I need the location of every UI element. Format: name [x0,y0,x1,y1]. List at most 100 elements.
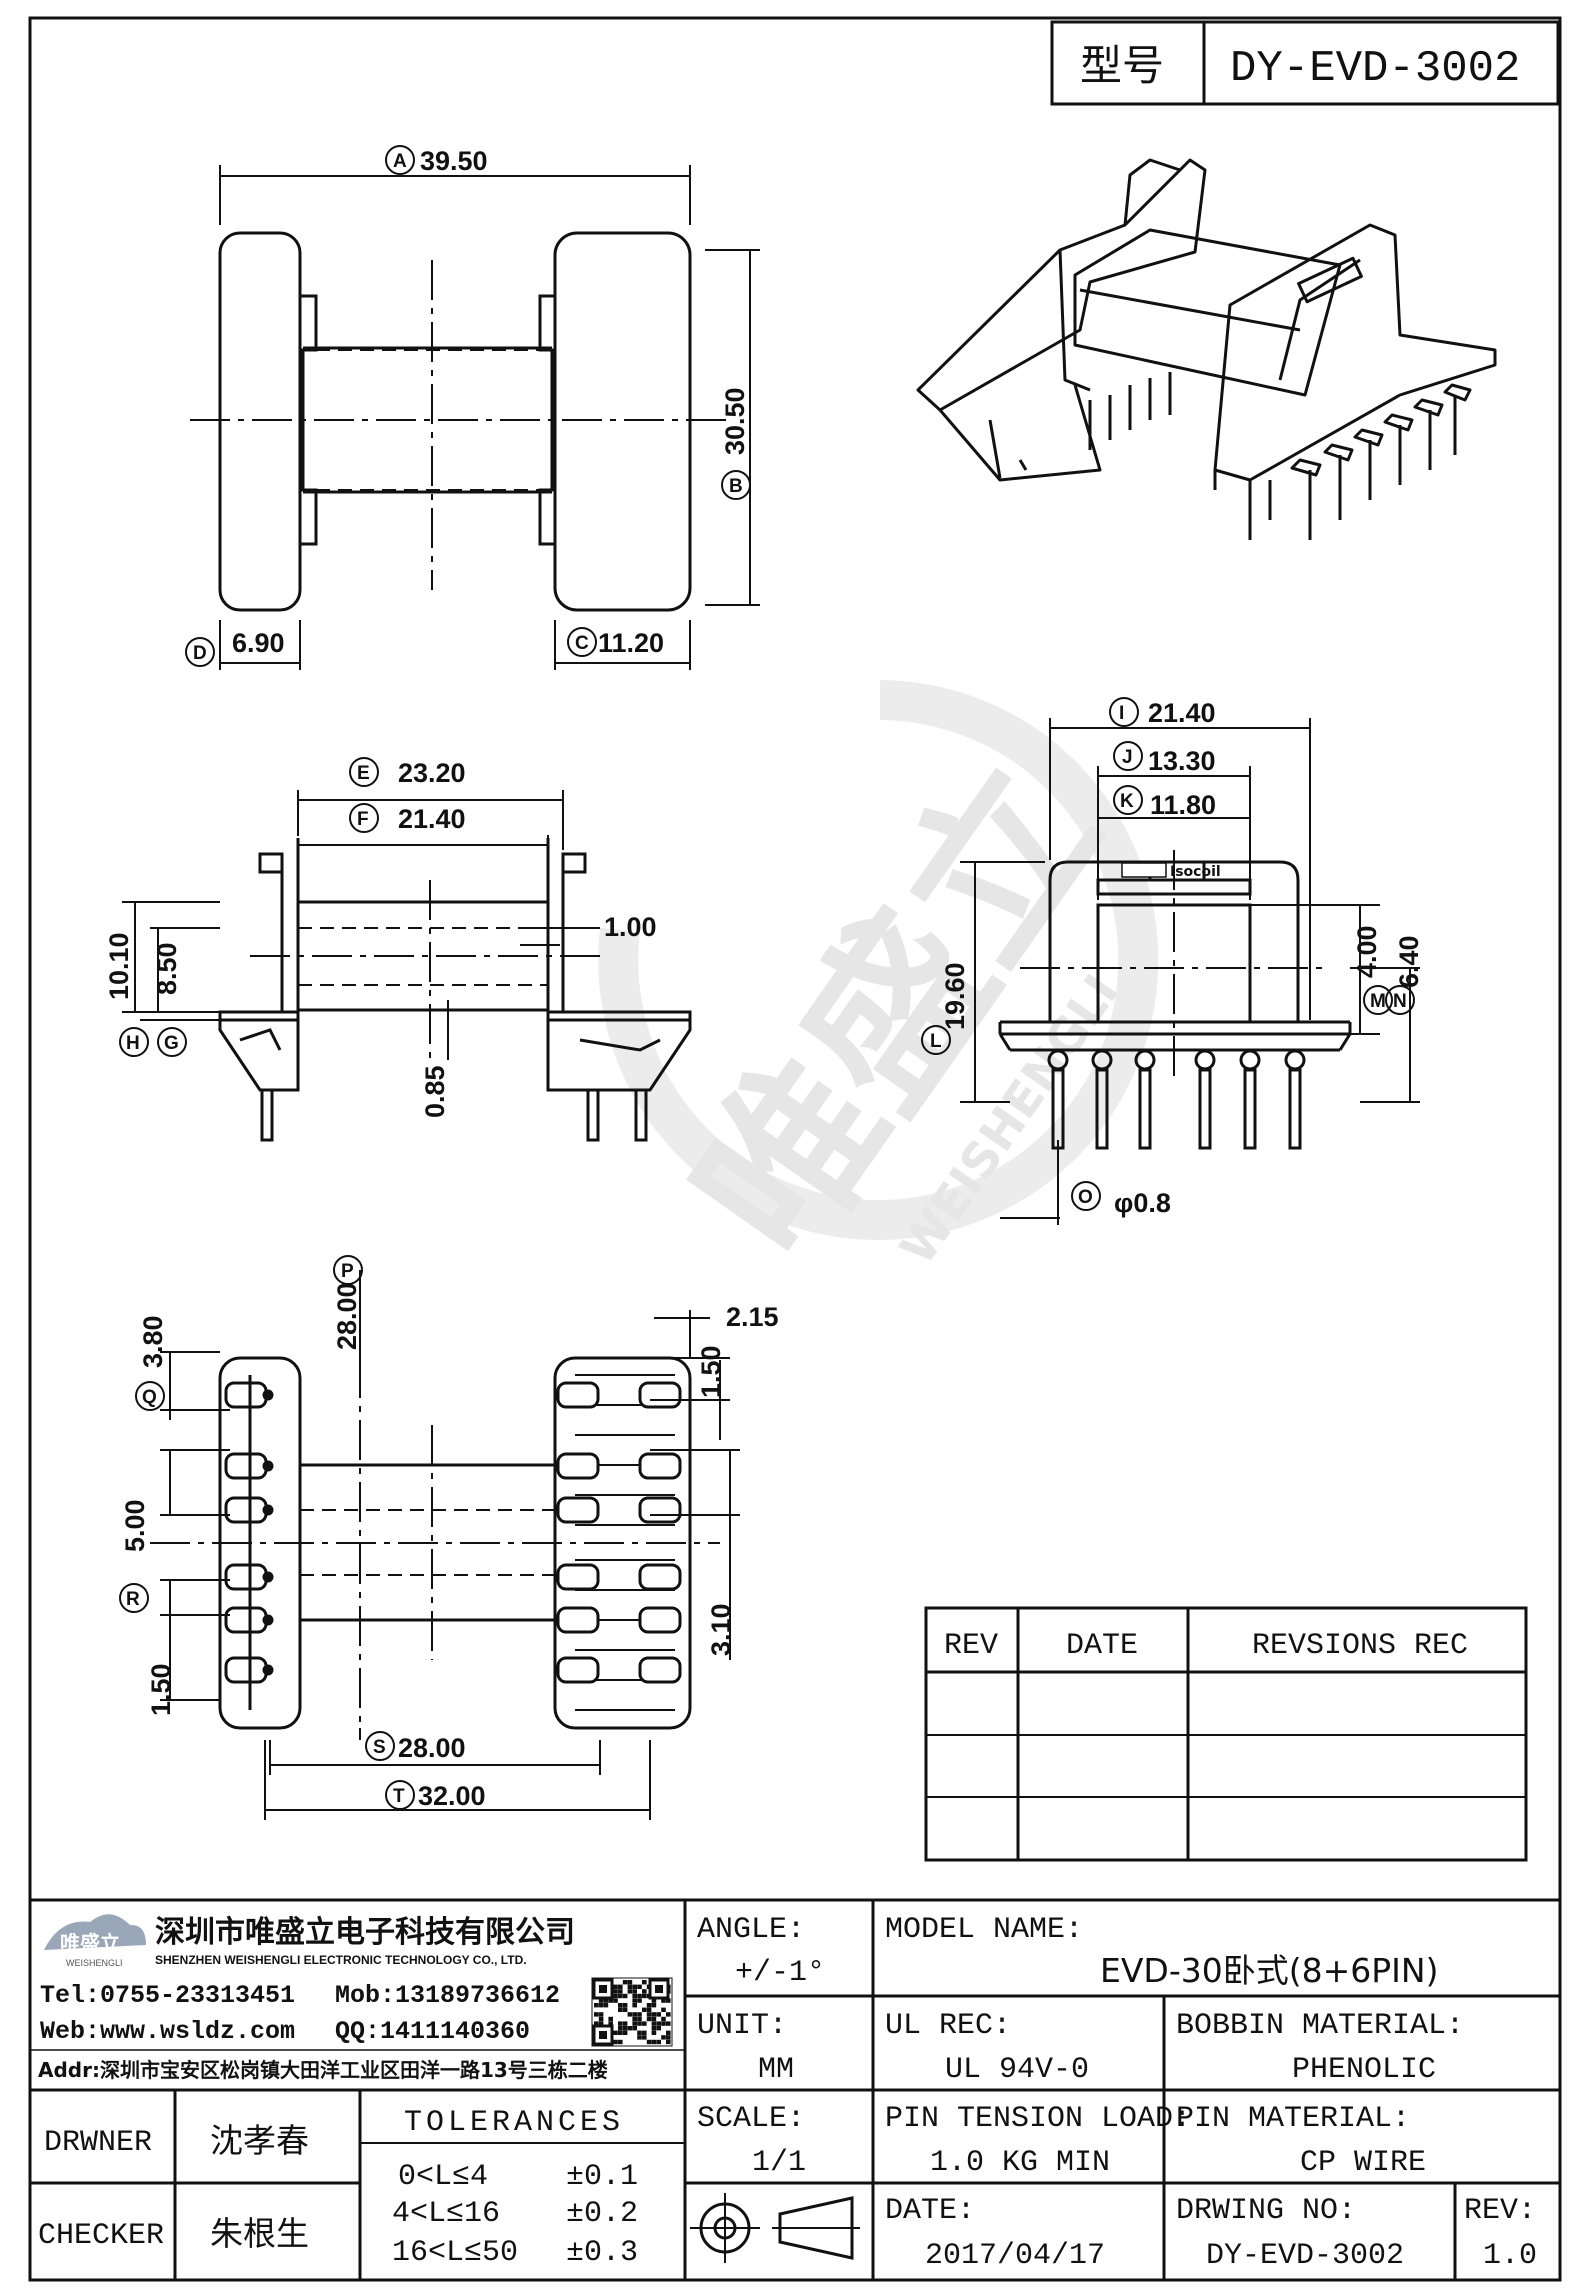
bottom-view-dim-lines [160,1270,740,1820]
dim-h-value: 10.10 [104,932,134,1000]
pin-pad [558,1658,598,1682]
drwing-no-value: DY-EVD-3002 [1206,2239,1404,2273]
pin-pad [226,1383,266,1407]
checker-value: 朱根生 [210,2214,309,2253]
pin-dot [264,1462,272,1470]
dim-e-value: 23.20 [398,758,466,788]
dim-letter-b: B [729,476,743,497]
dim-3-10-value: 3.10 [706,1603,736,1656]
watermark: 唯盛立 WEISHENGLI [618,700,1138,1292]
company-name-cn: 深圳市唯盛立电子科技有限公司 [155,1915,575,1950]
title-fields: ANGLE: +/-1° MODEL NAME: EVD-30卧式(8+6PIN… [38,1913,1537,2273]
dim-letter-s: S [373,1737,386,1758]
dim-bubble-a [386,146,414,174]
tol1-value: ±0.1 [566,2160,638,2194]
bottom-view-left-pins [226,1383,272,1682]
side-view-dims-lines [960,718,1420,1225]
dim-1-50-left-value: 1.50 [146,1663,176,1716]
scale-label: SCALE: [697,2102,805,2136]
dim-letter-i: I [1119,703,1124,724]
top-view-right-flange [555,233,690,610]
pin-head [1286,1051,1304,1069]
dim-bubble-f [350,804,378,832]
isometric-view [918,160,1495,540]
dim-bubble-l [922,1026,950,1054]
top-view [190,165,760,670]
dim-bubble-d [186,638,214,666]
dim-letter-r: R [126,1589,140,1610]
pin-pad [640,1383,680,1407]
tol2-value: ±0.2 [566,2197,638,2231]
pin-dot [264,1666,272,1674]
bobbin-material-label: BOBBIN MATERIAL: [1176,2009,1464,2043]
pin-pad [558,1383,598,1407]
pin-pad [226,1454,266,1478]
drwing-no-label: DRWING NO: [1176,2194,1356,2228]
dim-letter-f: F [357,809,369,830]
pin-pad [226,1565,266,1589]
dim-f-value: 21.40 [398,804,466,834]
unit-label: UNIT: [697,2009,787,2043]
pin-head [1196,1051,1214,1069]
unit-value: MM [758,2053,794,2087]
dim-s-value: 28.00 [398,1733,466,1763]
pin-material-value: CP WIRE [1300,2146,1426,2180]
pin-pad [226,1608,266,1632]
dim-letter-d: D [193,643,207,664]
rev-header-rev: REV [944,1629,998,1663]
dim-letter-q: Q [142,1387,157,1408]
dim-b-value: 30.50 [720,387,750,455]
pin [1097,1070,1107,1148]
company-info: 唯盛立 WEISHENGLI 深圳市唯盛立电子科技有限公司 SHENZHEN W… [38,1914,672,2082]
title-block [30,1900,1560,2280]
dim-m-value: 4.00 [1352,925,1382,978]
pin [1140,1070,1150,1148]
pin-dot [264,1506,272,1514]
dim-q-value: 3.80 [138,1315,168,1368]
dim-8-50-value: 8.50 [152,942,182,995]
qr-code-icon [592,1978,672,2046]
rev-value: 1.0 [1483,2239,1537,2273]
projection-symbol-icon [690,2193,860,2263]
sheet-border [30,18,1560,2280]
dim-0-85-value: 0.85 [420,1065,450,1118]
front-view [122,790,690,1140]
date-value: 2017/04/17 [925,2239,1105,2273]
dim-bubble-p [334,1256,362,1284]
dim-bubble-o [1072,1182,1100,1210]
bobbin-material-value: PHENOLIC [1292,2053,1436,2087]
dim-bubble-b [722,471,750,499]
company-logo: 唯盛立 WEISHENGLI [44,1914,146,1968]
dim-letter-o: O [1078,1187,1093,1208]
dim-letter-m: M [1370,991,1386,1012]
pin-pad [558,1498,598,1522]
pin [1200,1070,1210,1148]
bottom-view-right-pins [558,1375,680,1710]
dim-l-value: 19.60 [940,962,970,1030]
cloud-logo-icon [44,1914,146,1950]
pin-pad [558,1608,598,1632]
dim-o-value: φ0.8 [1114,1188,1171,1218]
dim-bubble-n [1386,986,1414,1014]
dim-letter-c: C [575,633,589,654]
model-label: 型号 [1080,41,1164,90]
top-view-dims: A 39.50 B 30.50 D 6.90 C 11.20 [186,146,750,666]
pin-pad [640,1608,680,1632]
company-address: Addr:深圳市宝安区松岗镇大田洋工业区田洋一路13号三栋二楼 [38,2058,608,2082]
dim-n-value: 6.40 [1394,935,1424,988]
dim-bubble-j [1114,742,1142,770]
pin [1290,1070,1300,1148]
drwner-label: DRWNER [44,2126,152,2160]
scale-value: 1/1 [752,2146,806,2180]
top-view-left-flange [220,233,300,610]
pin-tension-value: 1.0 KG MIN [930,2146,1110,2180]
pin-head [1241,1051,1259,1069]
dim-bubble-q [136,1382,164,1410]
dim-letter-a: A [393,151,407,172]
dim-bubble-i [1110,698,1138,726]
dim-bubble-k [1114,786,1142,814]
company-tel: Tel:0755-23313451 [40,1981,295,2010]
dim-k-value: 11.80 [1150,790,1216,820]
dim-bubble-m [1364,986,1392,1014]
